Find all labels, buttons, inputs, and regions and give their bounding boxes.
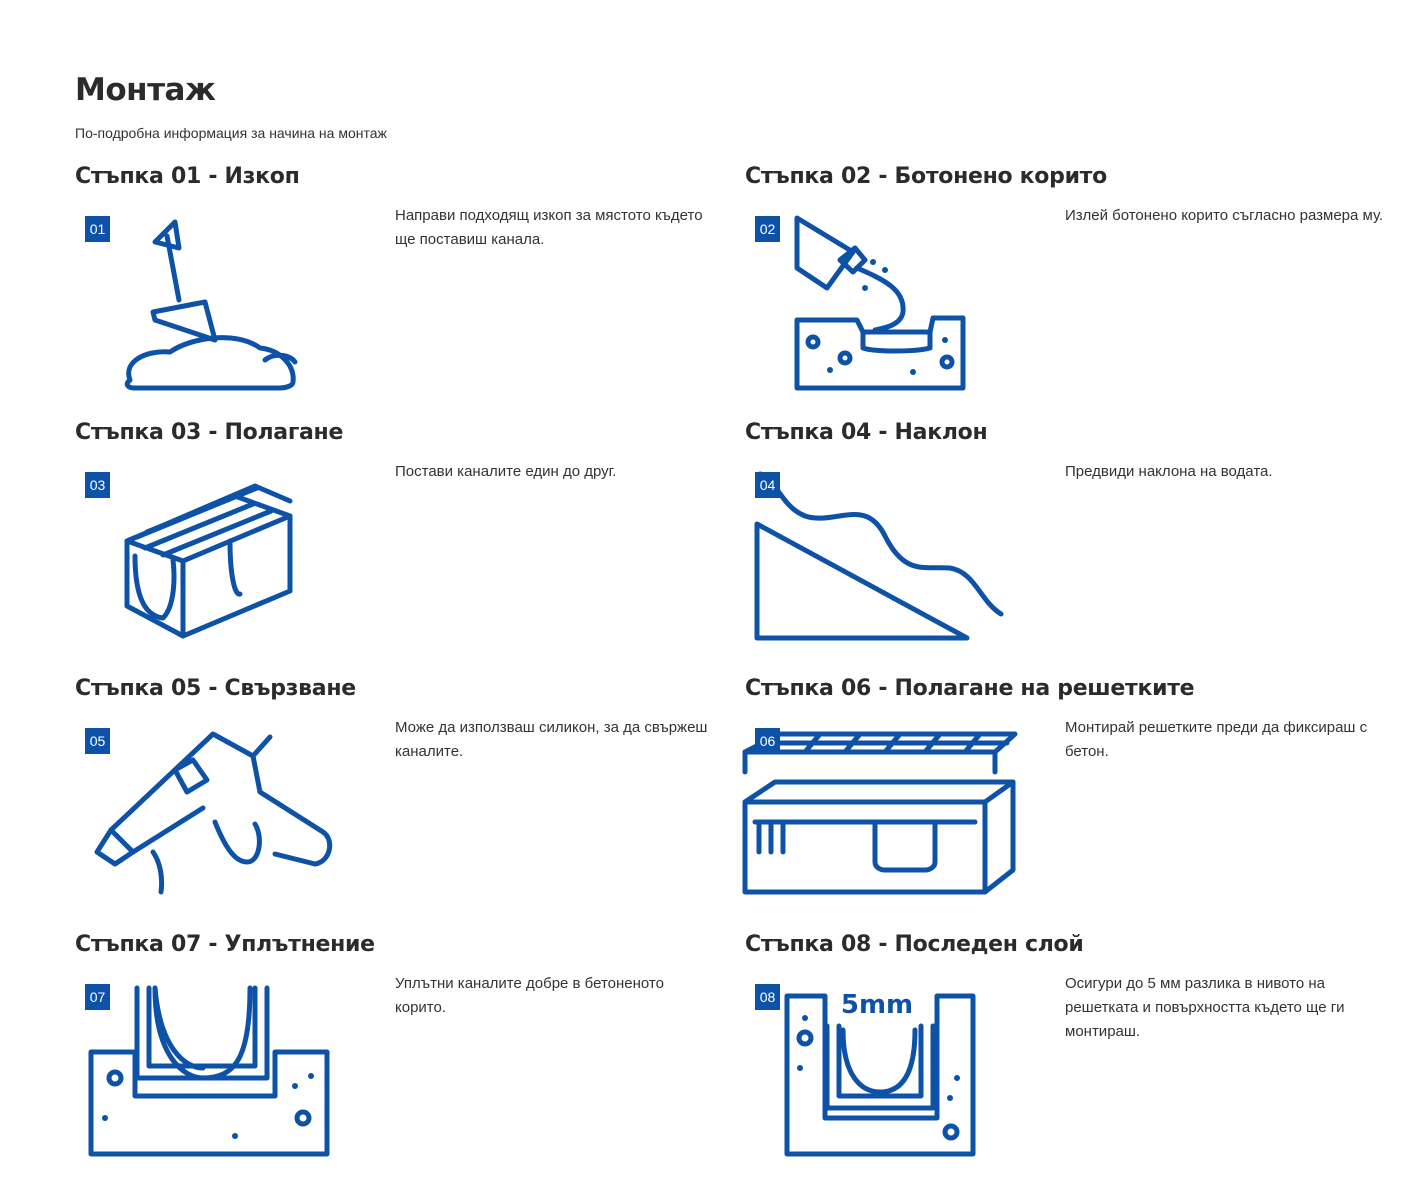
page-title: Монтаж	[75, 72, 216, 108]
step-title: Стъпка 08 - Последен слой	[745, 932, 1084, 957]
step-figure: 03	[75, 456, 375, 639]
step-description: Предвиди наклона на водата.	[1065, 463, 1273, 480]
step-figure: 04	[745, 456, 1045, 641]
step-badge: 05	[85, 728, 110, 754]
pouring-concrete-icon	[794, 215, 966, 391]
step-figure: 5mm 08	[745, 968, 1045, 1157]
step-title: Стъпка 07 - Уплътнение	[75, 932, 375, 957]
step-badge: 04	[755, 472, 780, 498]
step-figure: 05	[75, 712, 375, 895]
glue-gun-icon	[94, 731, 333, 895]
step-06: Стъпка 06 - Полагане на решетките 06 Мон…	[742, 676, 1385, 916]
step-figure: 07	[75, 968, 375, 1157]
page-subtitle: По-подробна информация за начина на монт…	[75, 125, 387, 141]
step-figure: 01	[75, 200, 375, 391]
step-description: Постави каналите един до друг.	[395, 463, 617, 480]
step-05: Стъпка 05 - Свързване 05 Може да използв…	[75, 676, 715, 916]
shovel-icon	[124, 219, 298, 391]
step-description: Уплътни каналите добре в бетоненото кори…	[395, 975, 664, 1016]
step-badge: 01	[85, 216, 110, 242]
step-description: Излей ботонено корито съгласно размера м…	[1065, 207, 1384, 224]
step-07: Стъпка 07 - Уплътнение 07 Уплътни канали…	[75, 932, 715, 1172]
step-description: Направи подходящ изкоп за мястото където…	[395, 207, 703, 248]
step-description: Може да използваш силикон, за да свържеш…	[395, 719, 708, 760]
step-title: Стъпка 03 - Полагане	[75, 420, 344, 445]
step-03: Стъпка 03 - Полагане 03 Постави каналите…	[75, 420, 715, 660]
step-08: Стъпка 08 - Последен слой 5mm 08 Осигури…	[745, 932, 1385, 1172]
step-badge: 06	[755, 728, 780, 754]
step-figure: 06	[742, 712, 1045, 895]
step-badge: 03	[85, 472, 110, 498]
step-description: Монтирай решетките преди да фиксираш с б…	[1065, 719, 1368, 760]
step-01: Стъпка 01 - Изкоп 01 Направи подходящ из…	[75, 164, 715, 404]
step-title: Стъпка 04 - Наклон	[745, 420, 988, 445]
step-title: Стъпка 06 - Полагане на решетките	[745, 676, 1195, 701]
grating-icon	[742, 731, 1018, 895]
step-title: Стъпка 02 - Ботонено корито	[745, 164, 1107, 189]
sealing-icon	[88, 985, 330, 1157]
step-badge: 08	[755, 984, 780, 1010]
step-title: Стъпка 01 - Изкоп	[75, 164, 300, 189]
step-badge: 02	[755, 216, 780, 242]
channels-icon	[124, 483, 293, 639]
step-title: Стъпка 05 - Свързване	[75, 676, 356, 701]
final-layer-icon: 5mm	[784, 990, 976, 1157]
slope-icon	[754, 471, 1004, 641]
step-badge: 07	[85, 984, 110, 1010]
step-02: Стъпка 02 - Ботонено корито 02 Излей бот…	[745, 164, 1385, 404]
gap-label: 5mm	[841, 990, 913, 1020]
step-04: Стъпка 04 - Наклон 04 Предвиди наклона н…	[745, 420, 1385, 660]
step-description: Осигури до 5 мм разлика в нивото на реше…	[1065, 975, 1345, 1040]
step-figure: 02	[745, 200, 1045, 391]
